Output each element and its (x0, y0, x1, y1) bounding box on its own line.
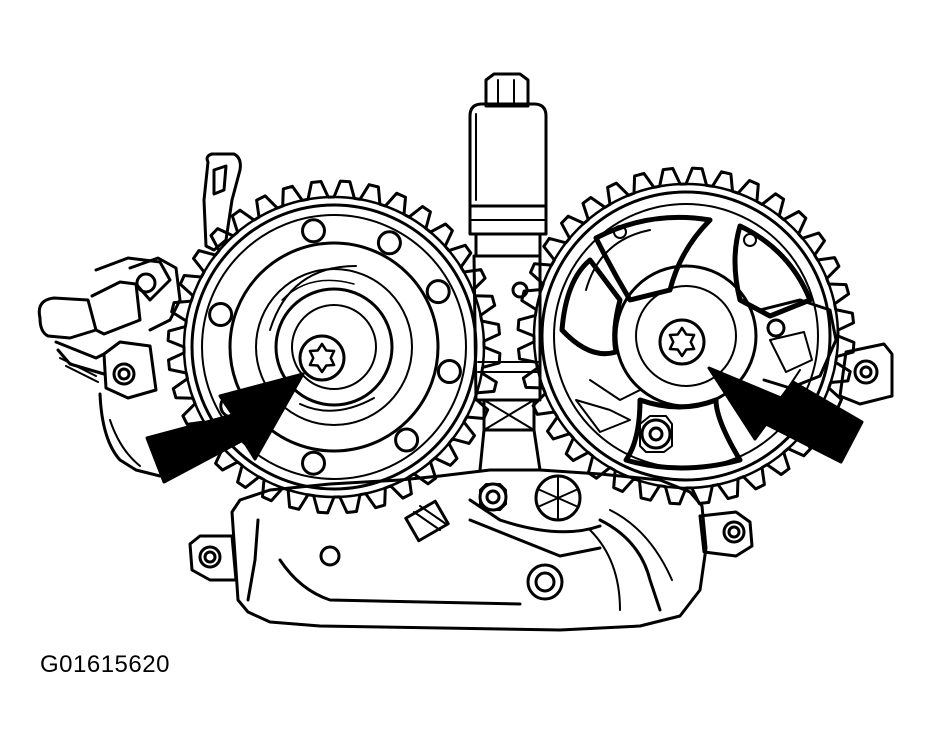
mount-ear-left (104, 342, 156, 398)
phaser-hole (396, 429, 418, 451)
camshaft-sensor-connector (39, 258, 180, 476)
housing-bolt-lower-center (528, 565, 562, 599)
figure-code: G01615620 (40, 651, 170, 678)
right-arrow (709, 368, 862, 462)
left-sprocket-teeth (168, 181, 500, 513)
phaser-hole (303, 220, 325, 242)
right-camshaft-sprocket (518, 168, 854, 504)
phaser-hole (427, 281, 449, 303)
vent-cap (536, 476, 580, 520)
mount-ear-right-lower (700, 512, 752, 556)
housing-bolt-lower-right (480, 484, 506, 510)
phaser-hole (438, 361, 460, 383)
left-torx-bolt (300, 336, 344, 380)
housing-plug-left (321, 547, 339, 565)
phaser-hole (210, 304, 232, 326)
right-torx-bolt (660, 320, 704, 364)
phaser-hole (378, 232, 400, 254)
mount-ear-right (840, 344, 892, 404)
left-arrow (147, 374, 303, 482)
right-small-bolt (614, 226, 626, 238)
vvt-solenoid-valve (470, 74, 546, 256)
mount-ear-left-lower (190, 536, 236, 580)
lifting-eye (204, 154, 240, 250)
phaser-hole (303, 452, 325, 474)
right-window-bolt (640, 416, 672, 452)
left-camshaft-sprocket (168, 181, 500, 513)
right-small-bolt (744, 234, 756, 246)
